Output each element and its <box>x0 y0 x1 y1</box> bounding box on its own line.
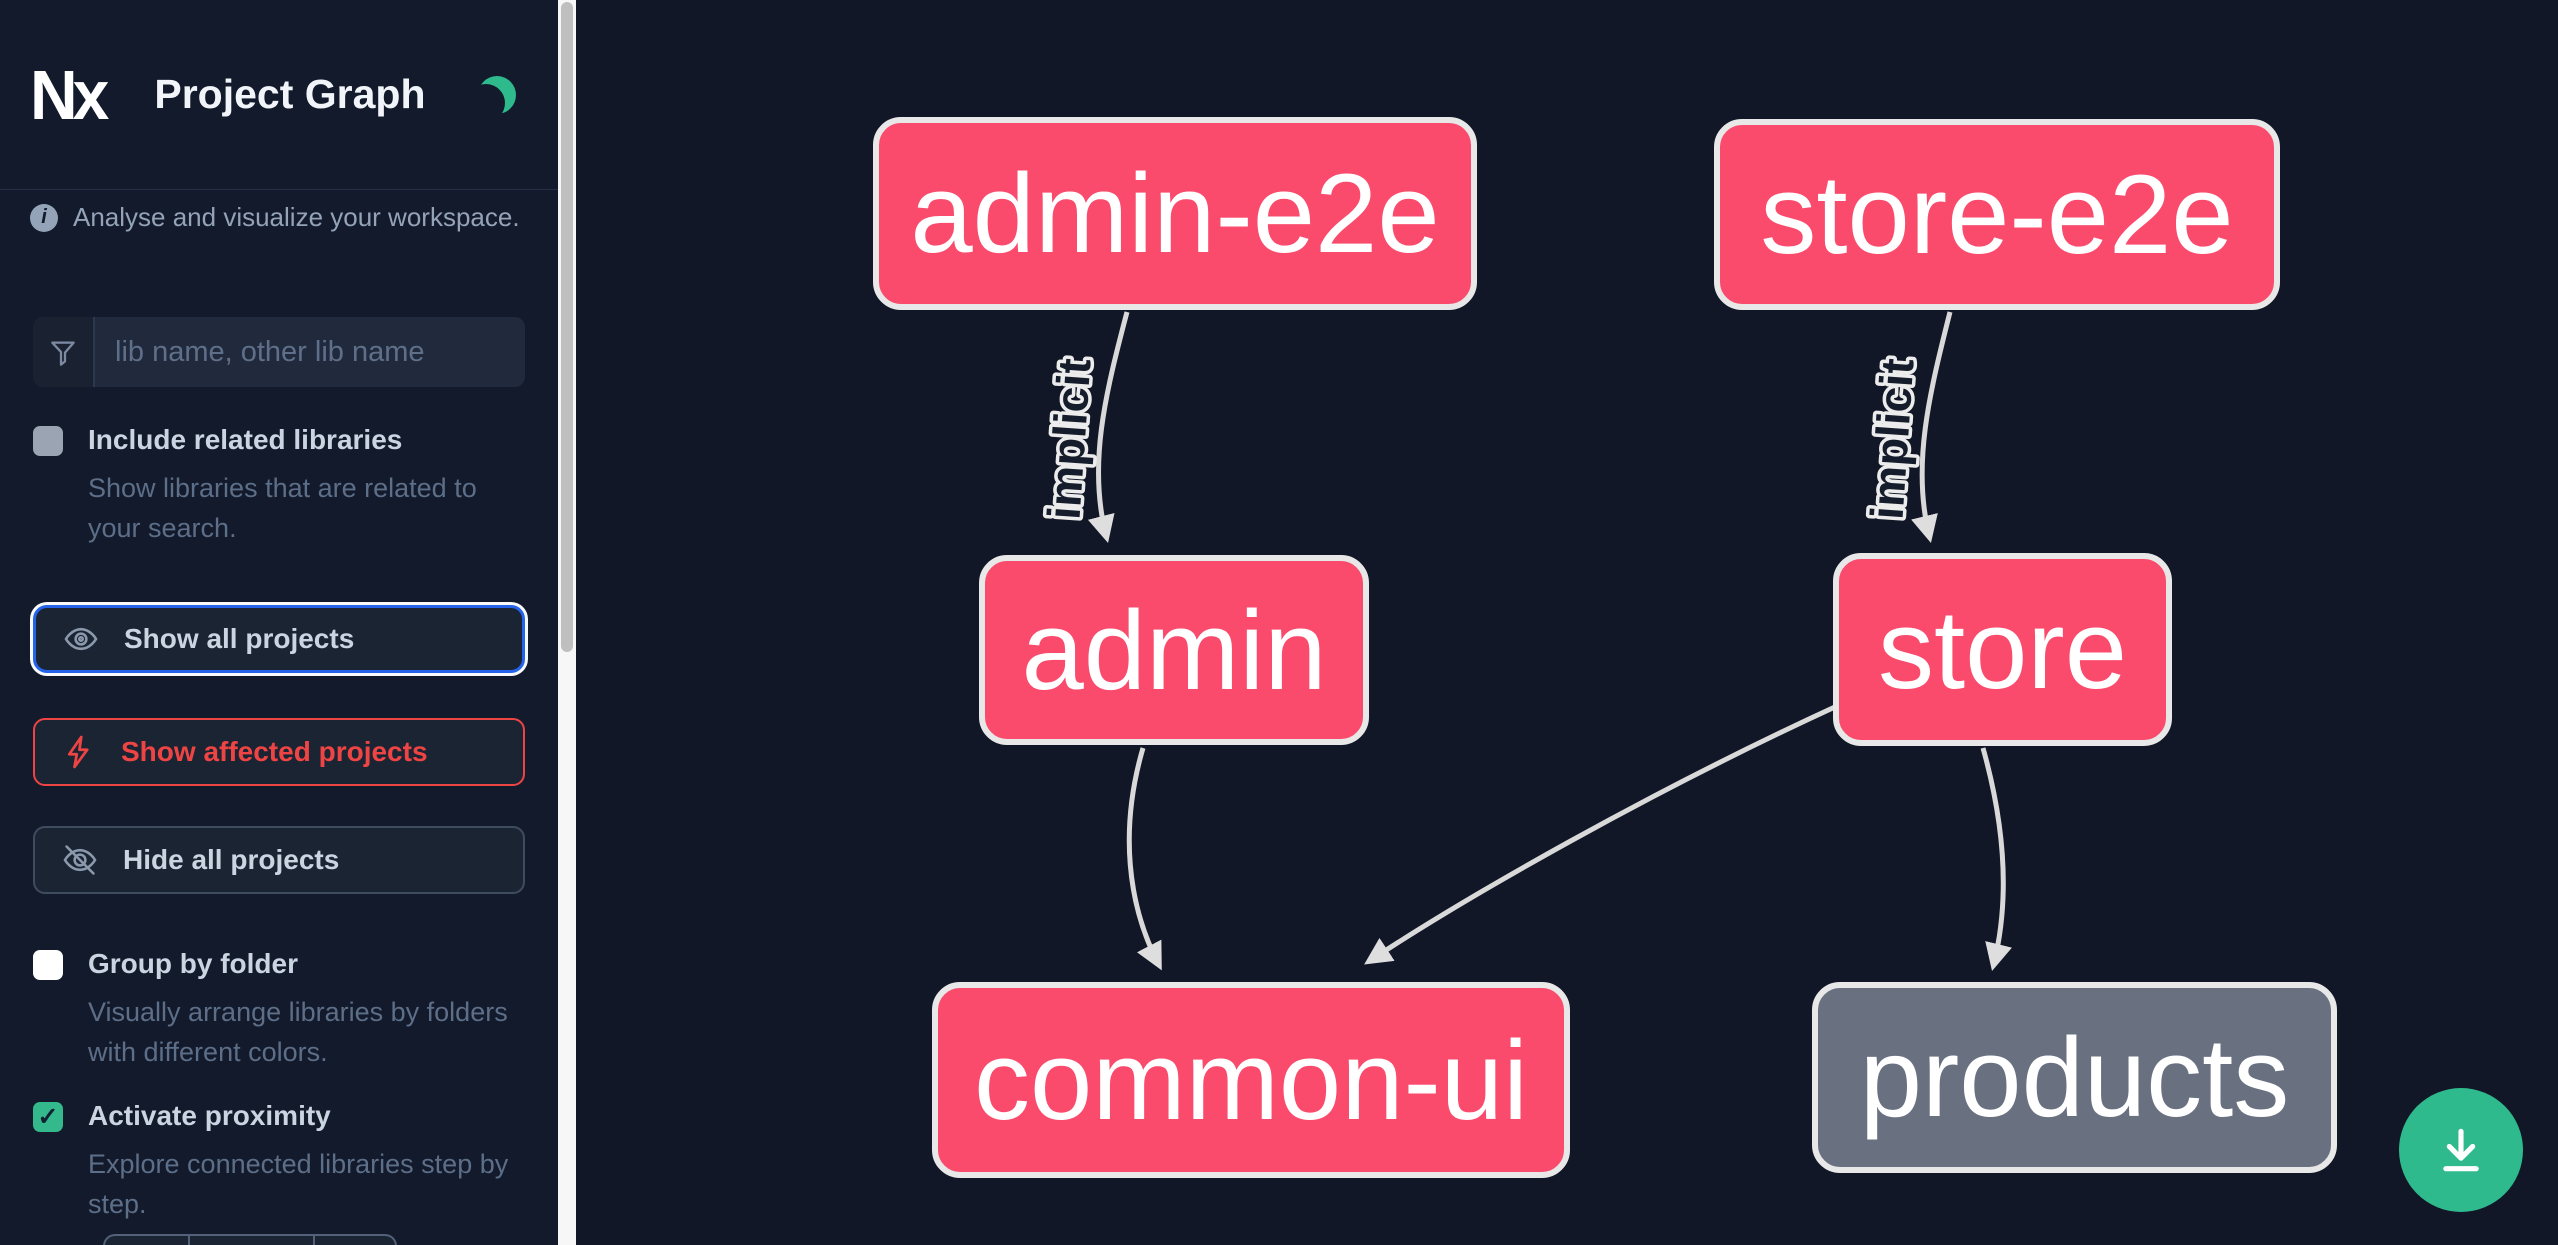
toggle-label[interactable]: Group by folder <box>88 948 298 979</box>
checkbox-include-related[interactable] <box>33 426 63 456</box>
eye-off-icon <box>63 845 97 875</box>
eye-icon <box>64 627 98 651</box>
toggle-activate-proximity: ✓ Activate proximity Explore connected l… <box>33 1100 528 1224</box>
project-node-admin[interactable]: admin <box>979 555 1369 745</box>
sidebar-scrollbar[interactable] <box>558 0 576 1245</box>
project-node-store-e2e[interactable]: store-e2e <box>1714 119 2280 310</box>
edge-admin-common-ui <box>1126 747 1162 971</box>
edge-label-implicit: implicit <box>1860 357 1923 521</box>
bolt-icon <box>67 735 89 769</box>
edge-store-products <box>1980 747 2012 972</box>
project-node-products[interactable]: products <box>1812 982 2337 1173</box>
edge-label-implicit: implicit <box>1037 357 1100 521</box>
toggle-include-related: Include related libraries Show libraries… <box>33 424 528 548</box>
checkbox-activate-proximity[interactable]: ✓ <box>33 1102 63 1132</box>
stepper-value <box>190 1236 315 1245</box>
info-icon: i <box>30 203 58 232</box>
project-node-common-ui[interactable]: common-ui <box>932 982 1570 1178</box>
toggle-group-by-folder: Group by folder Visually arrange librari… <box>33 948 528 1072</box>
show-all-projects-button[interactable]: Show all projects <box>33 605 525 673</box>
search-field <box>33 317 525 387</box>
toggle-description: Visually arrange libraries by folders wi… <box>88 997 508 1067</box>
download-graph-button[interactable] <box>2399 1088 2523 1212</box>
button-label: Show affected projects <box>121 736 428 767</box>
hide-all-projects-button[interactable]: Hide all projects <box>33 826 525 894</box>
button-label: Show all projects <box>124 623 355 654</box>
checkbox-group-by-folder[interactable] <box>33 950 63 980</box>
nx-logo-text: Nx <box>30 55 109 134</box>
toggle-description: Explore connected libraries step by step… <box>88 1149 509 1219</box>
edge-store-common-ui <box>1364 703 1839 965</box>
project-node-admin-e2e[interactable]: admin-e2e <box>873 117 1477 310</box>
edge-store-e2e-store <box>1911 311 1953 544</box>
stepper-decrement[interactable] <box>105 1236 190 1245</box>
toggle-label[interactable]: Include related libraries <box>88 424 403 455</box>
download-icon <box>2443 1128 2479 1172</box>
sidebar: Nx Project Graph i Analyse and visualize… <box>0 0 558 1245</box>
nx-logo[interactable]: Nx <box>30 60 109 129</box>
button-label: Hide all projects <box>123 844 340 875</box>
toggle-description: Show libraries that are related to your … <box>88 473 477 543</box>
workspace-tagline: Analyse and visualize your workspace. <box>73 202 520 232</box>
filter-icon <box>33 317 95 387</box>
toggle-label[interactable]: Activate proximity <box>88 1100 331 1131</box>
show-affected-projects-button[interactable]: Show affected projects <box>33 718 525 786</box>
edge-admin-e2e-admin <box>1087 311 1130 543</box>
search-input[interactable] <box>95 317 525 387</box>
scrollbar-thumb[interactable] <box>561 2 573 652</box>
page-title: Project Graph <box>154 71 426 117</box>
sidebar-header: Nx Project Graph <box>0 0 558 190</box>
workspace-tagline-row: i Analyse and visualize your workspace. <box>30 202 520 233</box>
project-node-store[interactable]: store <box>1833 553 2172 746</box>
